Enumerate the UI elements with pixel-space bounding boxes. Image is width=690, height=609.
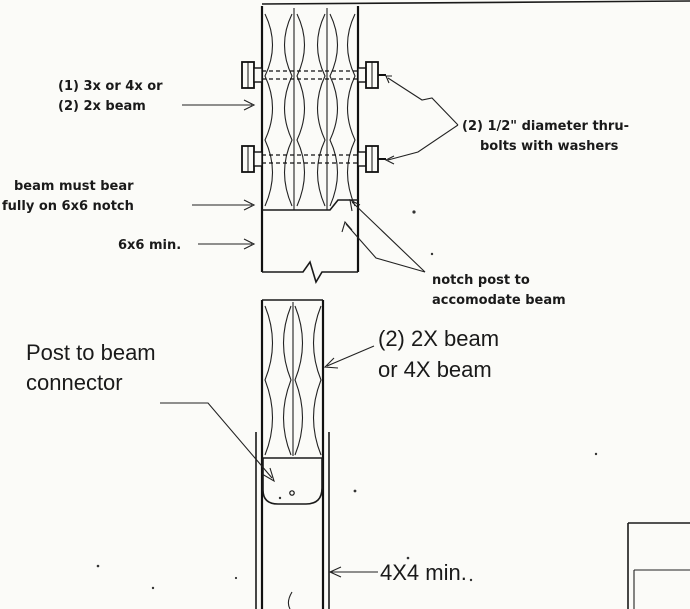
connector-speck xyxy=(278,496,282,500)
adjacent-detail-frame xyxy=(627,522,690,609)
leader-lower-beam xyxy=(326,345,375,367)
leader-post-4x4-arrow xyxy=(328,566,342,578)
beam-ply-hatch-e xyxy=(329,13,338,207)
post-break-line xyxy=(262,260,358,284)
lower-beam-hatch-d xyxy=(313,305,322,456)
thru-bolt-upper xyxy=(241,61,386,89)
leader-connector xyxy=(160,402,273,479)
beam-bearing-notch xyxy=(262,199,358,211)
scan-specks xyxy=(96,210,598,590)
leader-bolt-lower xyxy=(387,124,459,161)
leader-bear-arrow xyxy=(243,199,256,211)
post-6x6-min-label: 6x6 min. xyxy=(118,238,181,253)
leader-connector-arrow xyxy=(261,467,275,483)
beam-ply-hatch-b xyxy=(284,13,293,207)
connector-fastener-hole xyxy=(289,490,295,496)
upper-beam-label-line2: (2) 2x beam xyxy=(58,99,146,114)
leader-beam-arrow xyxy=(243,99,256,111)
leader-bolt-upper-arrow xyxy=(385,75,392,84)
notch-label-line1: notch post to xyxy=(432,273,530,288)
connector-label-line1: Post to beam xyxy=(26,340,156,365)
connector-saddle-plate xyxy=(262,458,323,505)
leader-bolt-lower-arrow xyxy=(384,155,395,165)
bear-label-line1: beam must bear xyxy=(14,179,134,194)
lower-beam-hatch-b xyxy=(283,305,292,456)
bear-label-line2: fully on 6x6 notch xyxy=(2,199,134,214)
beam-ply-hatch-d xyxy=(317,13,326,207)
lower-beam-label-line1: (2) 2X beam xyxy=(378,326,499,351)
notch-label-line2: accomodate beam xyxy=(432,293,566,308)
sheet-border-top xyxy=(261,0,690,5)
lower-beam-hatch-a xyxy=(264,305,273,456)
leader-notch-a xyxy=(345,223,426,273)
bolt-label-line2: bolts with washers xyxy=(480,139,619,154)
leader-notch-b xyxy=(351,201,426,273)
leader-lower-beam-arrow xyxy=(323,357,339,369)
post-4x4-min-label: 4X4 min. xyxy=(380,560,467,585)
thru-bolt-lower xyxy=(241,145,386,173)
upper-beam-label-line1: (1) 3x or 4x or xyxy=(58,79,163,94)
bolt-label-line1: (2) 1/2" diameter thru- xyxy=(462,119,629,134)
leader-bolt-upper xyxy=(387,77,459,126)
upper-detail: (1) 3x or 4x or (2) 2x beam (2) 1/2" dia… xyxy=(2,0,690,308)
post-grain-mark xyxy=(287,591,293,609)
leader-notch-a-arrow xyxy=(341,220,353,233)
connector-label-line2: connector xyxy=(26,370,123,395)
lower-detail: Post to beam connector (2) 2X beam or 4X… xyxy=(26,299,499,609)
lower-beam-label-line2: or 4X beam xyxy=(378,357,492,382)
beam-ply-hatch-a xyxy=(264,13,273,207)
leader-notch-b-arrow xyxy=(349,199,361,212)
leader-post-6x6-arrow xyxy=(243,238,256,250)
lower-beam-hatch-c xyxy=(294,305,303,456)
beam-ply-hatch-c xyxy=(296,13,305,207)
beam-ply-hatch-f xyxy=(347,13,356,207)
